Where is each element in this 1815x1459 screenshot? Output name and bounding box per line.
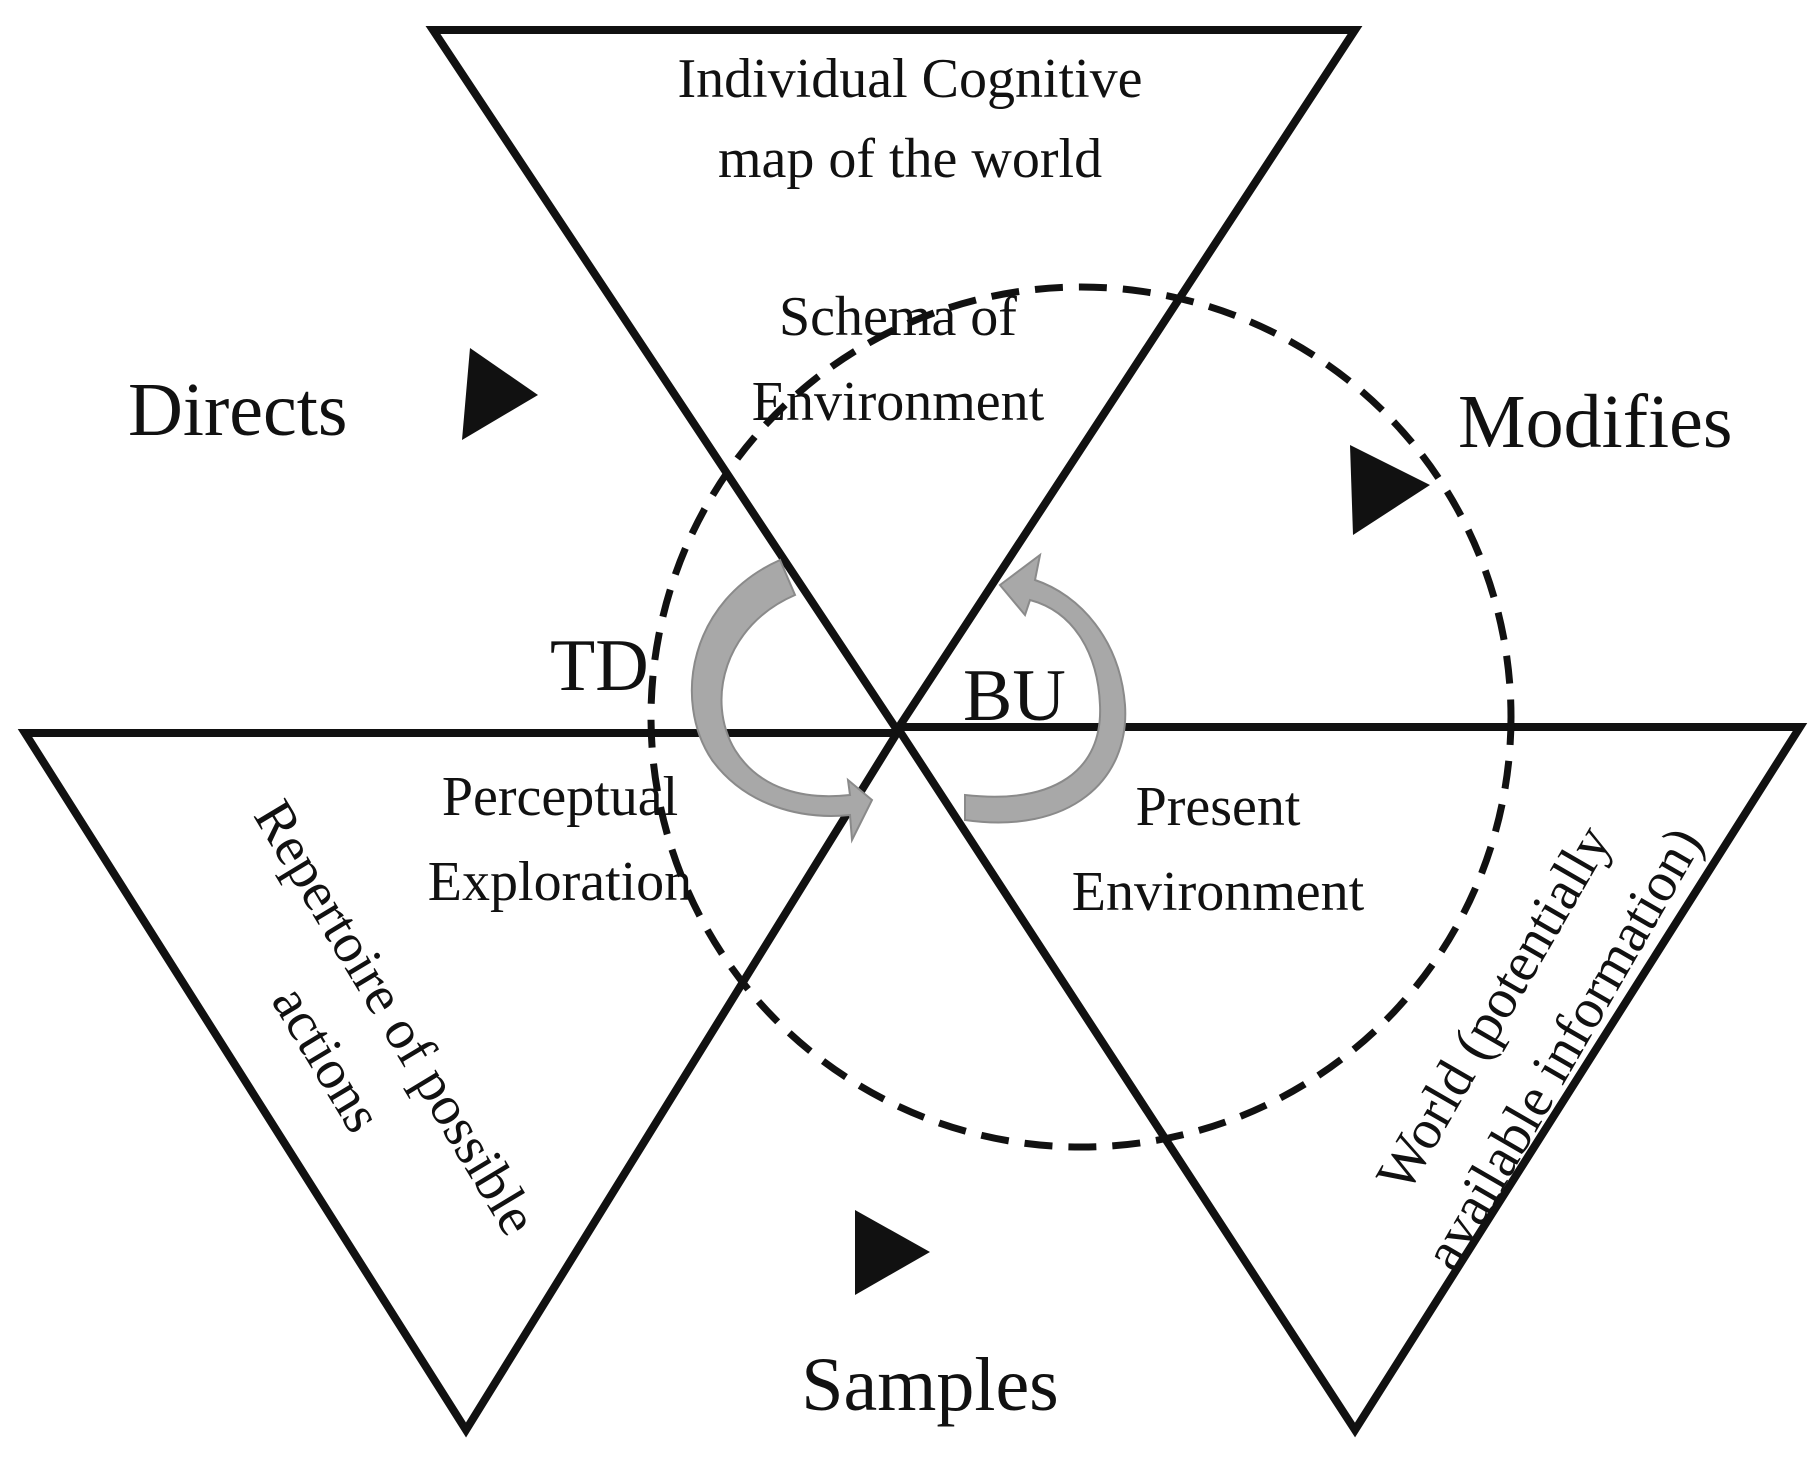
directs-arrowhead-icon: [462, 348, 538, 440]
samples-arrowhead-icon: [855, 1210, 930, 1295]
bu-label: BU: [963, 655, 1066, 737]
perceptual-exploration-label-line2: Exploration: [428, 851, 692, 913]
modifies-arrowhead-icon: [1350, 445, 1430, 535]
schema-label: Schema of: [779, 286, 1017, 348]
cognitive-map-label-line2: map of the world: [718, 128, 1102, 190]
modifies-label: Modifies: [1458, 380, 1732, 464]
world-label-group: World (potentially available information…: [1365, 815, 1715, 1280]
cognitive-map-label: Individual Cognitive: [677, 48, 1142, 110]
present-environment-label-line2: Environment: [1072, 861, 1365, 923]
perceptual-cycle-circle: [647, 283, 1515, 1151]
directs-label: Directs: [128, 368, 347, 452]
schema-label-line2: Environment: [752, 371, 1045, 433]
right-triangle: [889, 723, 1808, 1438]
left-triangle: [17, 729, 905, 1438]
td-label: TD: [550, 625, 649, 707]
perceptual-exploration-label: Perceptual: [442, 766, 678, 828]
samples-label: Samples: [801, 1343, 1059, 1427]
bu-cycle-arrow-icon: [964, 552, 1127, 824]
present-environment-label: Present: [1136, 776, 1301, 838]
td-cycle-arrow-icon: [690, 558, 874, 844]
top-triangle: [425, 26, 1363, 738]
